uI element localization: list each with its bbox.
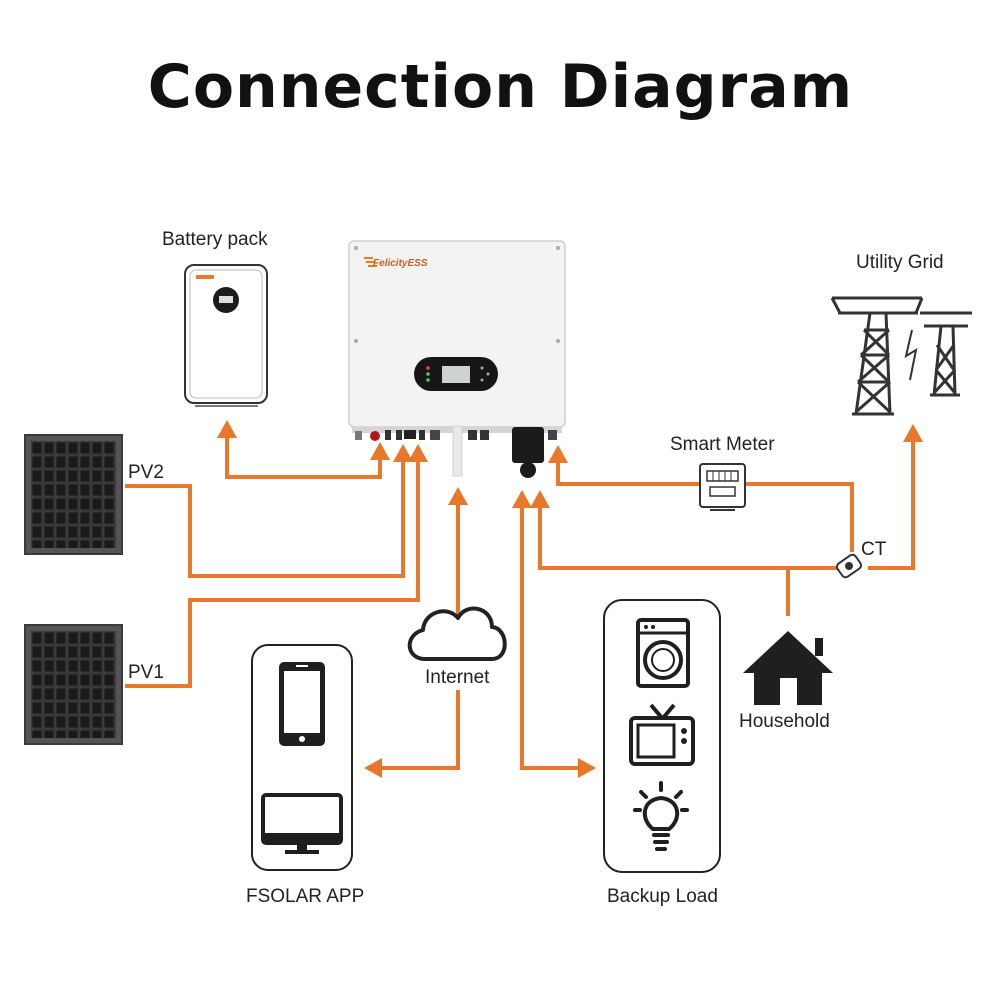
ct-clamp-icon [835, 553, 863, 579]
flow-backup [520, 507, 582, 770]
flow-meter-inverter [556, 460, 700, 486]
arrow-to-battery [217, 420, 237, 438]
inverter: FelicityESS [348, 240, 566, 478]
flow-pv1 [125, 455, 420, 688]
backup-load-panel [603, 599, 721, 873]
arrow-to-inverter-backup [512, 490, 532, 508]
arrow-to-inverter-pv1 [408, 444, 428, 462]
tv-icon [629, 703, 695, 766]
inverter-logo: FelicityESS [364, 257, 428, 269]
flow-pv2 [125, 455, 405, 578]
arrow-to-inverter-pv2 [393, 444, 413, 462]
arrow-to-inverter-battery [370, 442, 390, 460]
cloud-icon [407, 606, 507, 661]
solar-panel-pv2 [24, 434, 123, 555]
solar-panel-pv1 [24, 624, 123, 745]
internet-label: Internet [425, 667, 490, 688]
fsolar-app-label: FSOLAR APP [246, 886, 365, 907]
arrow-to-app [364, 758, 382, 778]
flow-battery [225, 432, 382, 479]
ct-label: CT [861, 539, 887, 560]
arrow-to-inverter-household [530, 490, 550, 508]
monitor-icon [261, 793, 343, 854]
flow-lines [125, 432, 915, 770]
house-icon [743, 631, 833, 705]
utility-grid-towers-icon [830, 296, 972, 416]
flow-ct-grid [868, 438, 915, 570]
arrow-to-backup [578, 758, 596, 778]
flow-meter-ct [745, 482, 854, 552]
inverter-brand-text: FelicityESS [373, 258, 428, 269]
battery-pack [184, 264, 268, 407]
flow-internet-app [378, 690, 460, 770]
phone-icon [279, 662, 325, 746]
arrow-to-inverter-grid [548, 445, 568, 463]
washing-machine-icon [636, 618, 690, 688]
flow-household [538, 505, 850, 616]
smart-meter-label: Smart Meter [670, 434, 775, 455]
arrow-to-grid [903, 424, 923, 442]
arrowheads [217, 420, 923, 778]
pv2-label: PV2 [128, 462, 164, 483]
arrow-to-inverter-internet [448, 487, 468, 505]
battery-pack-label: Battery pack [162, 229, 268, 250]
smart-meter-icon [699, 463, 746, 511]
light-bulb-icon [633, 781, 689, 851]
diagram-title: Connection Diagram [147, 52, 854, 122]
pv1-label: PV1 [128, 662, 164, 683]
household-label: Household [739, 711, 830, 732]
backup-load-label: Backup Load [607, 886, 718, 907]
fsolar-app-panel [251, 644, 353, 871]
utility-grid-label: Utility Grid [856, 252, 944, 273]
